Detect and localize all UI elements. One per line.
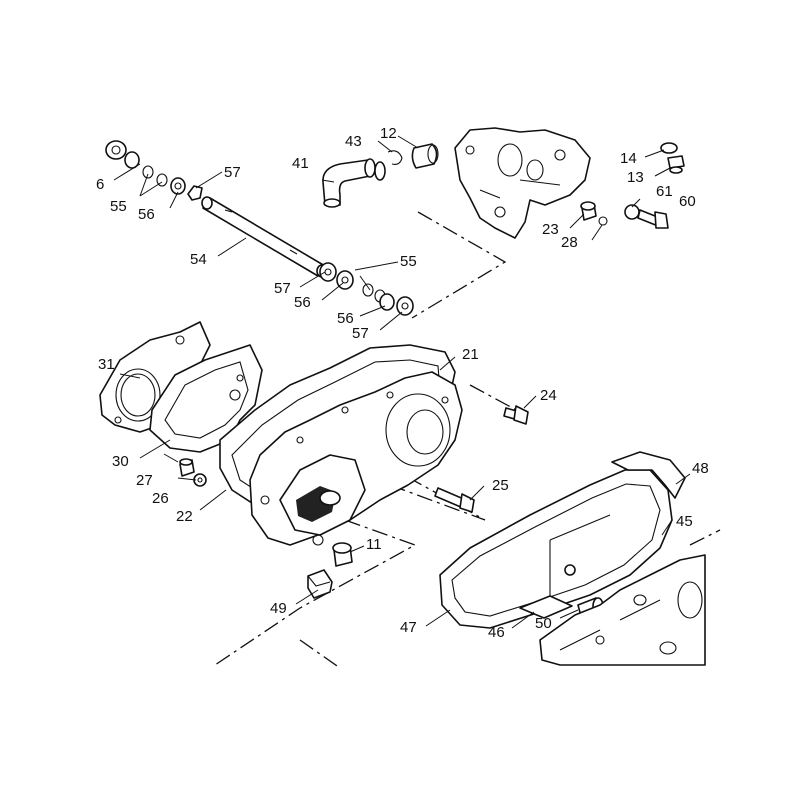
outer-cover-45 bbox=[439, 469, 673, 629]
bolt-25 bbox=[434, 487, 475, 513]
label-part-55-right: 55 bbox=[400, 253, 417, 270]
part-labels: 6 55 56 57 54 41 43 12 57 56 55 56 57 14… bbox=[96, 125, 709, 641]
label-part-50: 50 bbox=[535, 615, 552, 632]
label-part-27: 27 bbox=[136, 472, 153, 489]
plug-11 bbox=[332, 542, 353, 567]
label-part-48: 48 bbox=[692, 460, 709, 477]
assembly-reference-lines bbox=[214, 211, 721, 669]
plug-13-14 bbox=[660, 142, 685, 174]
block-49 bbox=[307, 569, 333, 599]
bolt-60 bbox=[624, 204, 669, 229]
label-part-54: 54 bbox=[190, 251, 207, 268]
label-part-57-lower: 57 bbox=[352, 325, 369, 342]
crankcase-cover-21 bbox=[249, 371, 463, 546]
label-part-56-lower: 56 bbox=[337, 310, 354, 327]
label-part-22: 22 bbox=[176, 508, 193, 525]
label-part-57-top: 57 bbox=[224, 164, 241, 181]
label-part-24: 24 bbox=[540, 387, 557, 404]
transmission-case-right bbox=[539, 554, 706, 666]
label-part-13: 13 bbox=[627, 169, 644, 186]
label-part-23: 23 bbox=[542, 221, 559, 238]
label-part-47: 47 bbox=[400, 619, 417, 636]
washer-cluster-shaft-right bbox=[319, 262, 414, 316]
label-part-30: 30 bbox=[112, 453, 129, 470]
shaft-54 bbox=[201, 196, 328, 278]
label-part-55-left: 55 bbox=[110, 198, 127, 215]
label-part-61: 61 bbox=[656, 183, 673, 200]
label-part-28: 28 bbox=[561, 234, 578, 251]
label-part-41: 41 bbox=[292, 155, 309, 172]
clip-and-fitting bbox=[387, 143, 439, 169]
bolt-24 bbox=[503, 405, 529, 425]
dowel-27 bbox=[179, 458, 195, 477]
label-part-45: 45 bbox=[676, 513, 693, 530]
label-part-49: 49 bbox=[270, 600, 287, 617]
label-part-56-left: 56 bbox=[138, 206, 155, 223]
washer-cluster-top-left bbox=[105, 140, 203, 201]
label-part-11: 11 bbox=[366, 536, 382, 553]
label-part-46: 46 bbox=[488, 624, 505, 641]
label-part-21: 21 bbox=[462, 346, 479, 363]
label-part-6: 6 bbox=[96, 176, 104, 193]
label-part-14: 14 bbox=[620, 150, 637, 167]
gasket-48 bbox=[611, 451, 686, 499]
label-part-26: 26 bbox=[152, 490, 169, 507]
leader-lines bbox=[113, 135, 691, 629]
label-part-56-mid: 56 bbox=[294, 294, 311, 311]
label-part-25: 25 bbox=[492, 477, 509, 494]
label-part-43: 43 bbox=[345, 133, 362, 150]
label-part-57-mid: 57 bbox=[274, 280, 291, 297]
label-part-12: 12 bbox=[380, 125, 397, 142]
bush-23 bbox=[580, 201, 608, 226]
label-part-31: 31 bbox=[98, 356, 115, 373]
gasket-30 bbox=[149, 344, 263, 453]
label-part-60: 60 bbox=[679, 193, 696, 210]
crankcase-top-right bbox=[454, 127, 591, 239]
elbow-hose-41 bbox=[322, 158, 386, 208]
